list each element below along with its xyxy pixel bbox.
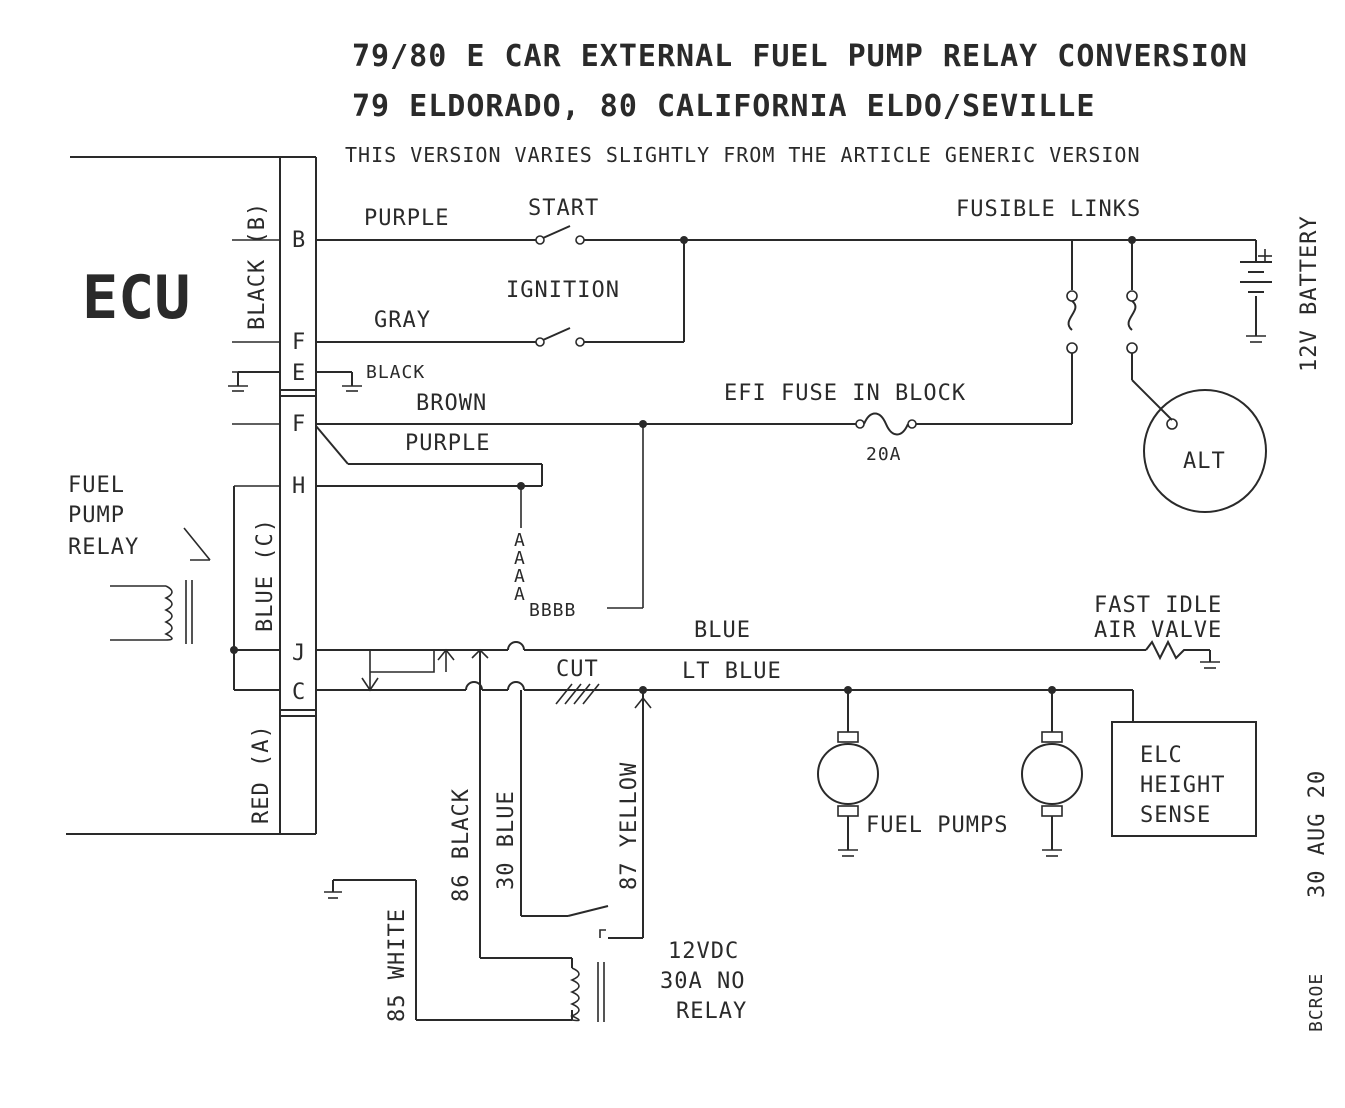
fast-idle-label-2: AIR VALVE [1094, 618, 1222, 643]
pin-b: B [292, 228, 305, 253]
author-label: BCROE [1306, 973, 1327, 1032]
start-label: START [528, 196, 599, 221]
relay-label-2: 30A NO [660, 969, 745, 994]
cut-marks [555, 683, 600, 705]
fusible-link-alt [1126, 240, 1178, 430]
wire-87-yellow-label: 87 YELLOW [617, 762, 642, 890]
fast-idle-label-1: FAST IDLE [1094, 593, 1222, 618]
fuel-pump-relay-label-2: PUMP [68, 503, 125, 528]
fusible-link-efi [1066, 240, 1078, 424]
cut-label: CUT [556, 657, 599, 682]
wire-blue-label: BLUE [694, 618, 751, 643]
ignition-switch [316, 240, 685, 347]
fusible-links-label: FUSIBLE LINKS [956, 197, 1141, 222]
title-line-3: THIS VERSION VARIES SLIGHTLY FROM THE AR… [345, 143, 1141, 167]
ground-symbol-e-right [316, 371, 362, 392]
pin-e: E [292, 361, 305, 386]
jumper-b-marks: BBBB [529, 424, 644, 621]
wire-gray-label: GRAY [374, 308, 431, 333]
wire-black-label: BLACK [366, 362, 425, 383]
wire-30-blue-label: 30 BLUE [494, 790, 519, 890]
pin-f-black: F [292, 330, 305, 355]
fuel-pump-relay-label-3: RELAY [68, 535, 139, 560]
external-relay-coil [569, 958, 605, 1022]
alternator [1143, 389, 1267, 513]
elc-label-2: HEIGHT [1140, 773, 1225, 798]
svg-text:A: A [514, 548, 526, 569]
efi-fuse-label: EFI FUSE IN BLOCK [724, 381, 966, 406]
connector-black-label: BLACK (B) [245, 202, 270, 330]
wire-86-black-label: 86 BLACK [449, 788, 474, 902]
battery-symbol [1240, 240, 1272, 343]
wire-85-white [324, 879, 572, 1021]
pin-c: C [292, 680, 305, 705]
wire-87-yellow [599, 690, 652, 939]
wire-purple-label: PURPLE [405, 431, 490, 456]
wire-lt-blue [234, 681, 1134, 722]
elc-label-1: ELC [1140, 743, 1183, 768]
jumper-a-marks: A A A A [514, 486, 526, 605]
fuel-pump-1 [817, 690, 879, 857]
wire-purple [315, 425, 543, 487]
wire-86-black [479, 650, 572, 959]
svg-text:A: A [514, 584, 526, 605]
wire-purple-top-label: PURPLE [364, 206, 449, 231]
svg-text:A: A [514, 566, 526, 587]
fuel-pump-2 [1021, 690, 1083, 857]
fuel-pump-relay-symbol [110, 486, 235, 690]
pin-h: H [292, 474, 305, 499]
fuel-pumps-label: FUEL PUMPS [866, 813, 1008, 838]
start-switch [316, 225, 1256, 245]
pin-f-blue: F [292, 412, 305, 437]
fuse-rating-label: 20A [866, 444, 902, 465]
ignition-label: IGNITION [506, 278, 620, 303]
elc-height-sense-box [1111, 721, 1257, 837]
pin-j: J [292, 641, 305, 666]
wire-85-white-label: 85 WHITE [385, 908, 410, 1022]
battery-label: 12V BATTERY [1297, 215, 1322, 372]
connector-blue-label: BLUE (C) [253, 518, 278, 632]
ground-symbol-e-left [228, 371, 280, 392]
wire-brown-label: BROWN [416, 391, 487, 416]
arrow-marks-blue [361, 648, 489, 692]
connector-red-label: RED (A) [249, 724, 274, 824]
title-line-1: 79/80 E CAR EXTERNAL FUEL PUMP RELAY CON… [352, 39, 1248, 74]
alt-label: ALT [1183, 449, 1226, 474]
date-label: 30 AUG 20 [1305, 770, 1330, 898]
svg-text:A: A [514, 530, 526, 551]
wire-30-blue [520, 690, 609, 917]
elc-label-3: SENSE [1140, 803, 1211, 828]
wire-lt-blue-label: LT BLUE [682, 659, 782, 684]
relay-label-3: RELAY [676, 999, 747, 1024]
relay-label-1: 12VDC [668, 939, 739, 964]
wire-blue [234, 639, 1220, 669]
title-line-2: 79 ELDORADO, 80 CALIFORNIA ELDO/SEVILLE [352, 89, 1095, 124]
efi-fuse-20a [316, 412, 1072, 436]
fuel-pump-relay-label-1: FUEL [68, 473, 125, 498]
ecu-label: ECU [82, 263, 190, 333]
svg-text:BBBB: BBBB [529, 600, 576, 621]
